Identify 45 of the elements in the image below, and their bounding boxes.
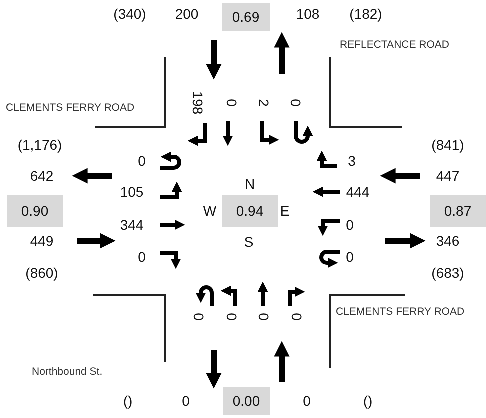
count-label: S <box>244 235 254 249</box>
count-label: 346 <box>436 234 460 248</box>
count-label: 449 <box>30 234 54 248</box>
count-label: 447 <box>436 169 460 183</box>
ratio-box: 0.87 <box>430 195 486 227</box>
ratio-box: 0.90 <box>7 195 63 227</box>
ratio-box: 0.00 <box>223 387 270 415</box>
count-label: 444 <box>346 185 370 199</box>
lane-count-label: 0 <box>257 313 271 321</box>
lane-count-label: 2 <box>257 99 271 107</box>
ratio-box: 0.94 <box>222 195 278 227</box>
count-label: 0 <box>346 218 354 232</box>
count-label: N <box>244 177 256 191</box>
count-label: (182) <box>350 7 382 21</box>
count-label: 0 <box>138 250 146 264</box>
count-label: () <box>123 394 133 408</box>
count-label: (860) <box>26 266 58 280</box>
count-label: W <box>203 204 217 218</box>
count-label: 0 <box>138 154 146 168</box>
count-label: 200 <box>175 7 199 21</box>
street-name: REFLECTANCE ROAD <box>340 40 450 50</box>
count-label: 0 <box>303 394 311 408</box>
count-label: 105 <box>120 185 144 199</box>
street-name: Northbound St. <box>32 366 103 378</box>
count-label: 642 <box>30 169 54 183</box>
lane-count-label: 0 <box>225 313 239 321</box>
ratio-box: 0.69 <box>222 3 270 31</box>
street-name: CLEMENTS FERRY ROAD <box>336 306 465 318</box>
lane-count-label: 0 <box>225 99 239 107</box>
count-label: 108 <box>296 7 320 21</box>
count-label: (683) <box>432 266 464 280</box>
count-label: 3 <box>348 154 356 168</box>
count-label: 344 <box>120 218 144 232</box>
count-label: () <box>363 394 373 408</box>
street-name: CLEMENTS FERRY ROAD <box>6 102 135 114</box>
count-label: (841) <box>432 138 464 152</box>
lane-count-label: 0 <box>192 313 206 321</box>
count-label: E <box>280 204 290 218</box>
count-label: (1,176) <box>18 138 62 152</box>
lane-count-label: 0 <box>290 313 304 321</box>
count-label: (340) <box>114 7 146 21</box>
count-label: 0 <box>346 250 354 264</box>
lane-count-label: 198 <box>191 91 205 115</box>
count-label: 0 <box>182 394 190 408</box>
lane-count-label: 0 <box>289 99 303 107</box>
